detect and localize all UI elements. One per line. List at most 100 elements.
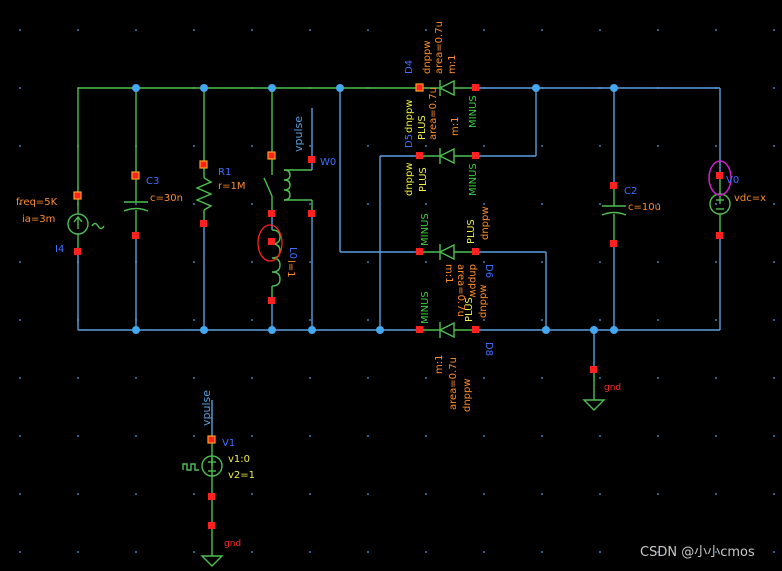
voltage-source-v0[interactable]: V0 vdc=x <box>708 160 766 239</box>
grid-dot <box>367 551 369 553</box>
grid-dot <box>367 203 369 205</box>
grid-dot <box>19 203 21 205</box>
grid-dot <box>135 493 137 495</box>
grid-dot <box>251 377 253 379</box>
d8-model-top: dnppw <box>478 284 489 318</box>
grid-dot <box>193 319 195 321</box>
d5-plus-2: PLUS <box>418 167 429 192</box>
d8-m: m:1 <box>434 355 445 374</box>
d8-model: dnppw <box>462 378 473 412</box>
grid-dot <box>251 145 253 147</box>
diode-d6[interactable]: MINUS PLUS dnppw D6 area=0.7u m:1 dnppw <box>416 206 494 317</box>
d8-area: area=0.7u <box>448 357 459 410</box>
grid-dot <box>425 377 427 379</box>
grid-dot <box>715 29 717 31</box>
diode-d5[interactable]: D5 dnppw PLUS area=0.7u m:1 MINUS dnppw … <box>404 87 479 196</box>
grid-dot <box>309 261 311 263</box>
grid-dot <box>193 261 195 263</box>
grid-dot <box>77 29 79 31</box>
inductor-l0[interactable]: L0 l=1 <box>257 224 298 304</box>
resistor-r1[interactable]: R1 r=1M <box>195 160 245 227</box>
grid-dot <box>599 435 601 437</box>
grid-dot <box>367 29 369 31</box>
voltage-source-v1[interactable]: vpulse V1 v1:0 v2=1 gnd <box>182 390 255 567</box>
v1-ref: V1 <box>222 438 235 449</box>
grid-dot <box>251 261 253 263</box>
grid-dot <box>773 29 775 31</box>
grid-dot <box>367 493 369 495</box>
current-source-i4[interactable]: freq=5K ia=3m I4 <box>16 191 105 255</box>
grid-dot <box>77 551 79 553</box>
grid-dot <box>309 29 311 31</box>
grid-dot <box>19 551 21 553</box>
grid-dot <box>309 493 311 495</box>
grid-dot <box>599 551 601 553</box>
v1-param-v1: v1:0 <box>228 454 250 465</box>
grid-dot <box>599 145 601 147</box>
grid-dot <box>425 145 427 147</box>
d4-area: area=0.7u <box>434 21 445 74</box>
diode-d8[interactable]: MINUS PLUS dnppw D8 m:1 area=0.7u dnppw <box>416 284 494 412</box>
grid-dot <box>251 435 253 437</box>
d6-model: dnppw <box>480 206 491 240</box>
grid-dot <box>657 145 659 147</box>
grid-dot <box>309 203 311 205</box>
grid-dot <box>425 551 427 553</box>
grid-dot <box>367 261 369 263</box>
grid-dot <box>425 261 427 263</box>
c2-param-c: c=10u <box>628 202 661 213</box>
grid-dot <box>425 493 427 495</box>
grid-dot <box>425 29 427 31</box>
d4-m: m:1 <box>447 55 458 74</box>
net-label-vpulse-v1: vpulse <box>200 390 213 426</box>
grid-dot <box>657 551 659 553</box>
grid-dot <box>483 493 485 495</box>
grid-dot <box>657 203 659 205</box>
d5-m: m:1 <box>450 117 461 136</box>
grid-dot <box>135 203 137 205</box>
d8-pin-minus: MINUS <box>420 291 431 324</box>
grid-dot <box>19 261 21 263</box>
grid-dot <box>367 435 369 437</box>
grid-dot <box>773 377 775 379</box>
junction-nodes <box>132 84 618 334</box>
grid-dot <box>599 377 601 379</box>
grid-dot <box>657 319 659 321</box>
d6-ref: D6 <box>483 264 494 278</box>
grid-dot <box>541 319 543 321</box>
grid-dot <box>193 551 195 553</box>
d5-minus-2: MINUS <box>468 163 479 196</box>
grid-dot <box>541 551 543 553</box>
grid-dot <box>251 319 253 321</box>
d6-area: area=0.7u <box>455 264 466 317</box>
c2-ref: C2 <box>624 186 637 197</box>
grid-dot <box>773 203 775 205</box>
d4-ref: D4 <box>404 60 415 74</box>
grid-dot <box>309 145 311 147</box>
switch-w0[interactable]: W0 <box>263 151 336 217</box>
grid-dot <box>425 203 427 205</box>
net-label-vpulse-top: vpulse <box>292 116 305 152</box>
grid-dot <box>541 377 543 379</box>
grid-dot <box>773 319 775 321</box>
grid-dot <box>599 261 601 263</box>
grid-dot <box>715 261 717 263</box>
grid-dot <box>367 319 369 321</box>
diode-d4[interactable]: D4 dnppw area=0.7u m:1 <box>404 21 479 97</box>
grid-dot <box>715 319 717 321</box>
grid-dot <box>367 145 369 147</box>
d5-pin-plus: PLUS <box>417 115 428 140</box>
grid-dot <box>19 435 21 437</box>
grid-dot <box>483 29 485 31</box>
grid-dot <box>773 87 775 89</box>
grid-dot <box>483 551 485 553</box>
grid-dot <box>135 29 137 31</box>
grid-dot <box>251 29 253 31</box>
ground-symbol-right: gnd <box>582 366 621 411</box>
grid-dot <box>657 377 659 379</box>
grid-dot <box>657 29 659 31</box>
capacitor-c3[interactable]: C3 c=30n <box>123 171 183 239</box>
d6-model-2: dnppw <box>467 264 478 298</box>
capacitor-c2[interactable]: C2 c=10u <box>601 182 661 247</box>
